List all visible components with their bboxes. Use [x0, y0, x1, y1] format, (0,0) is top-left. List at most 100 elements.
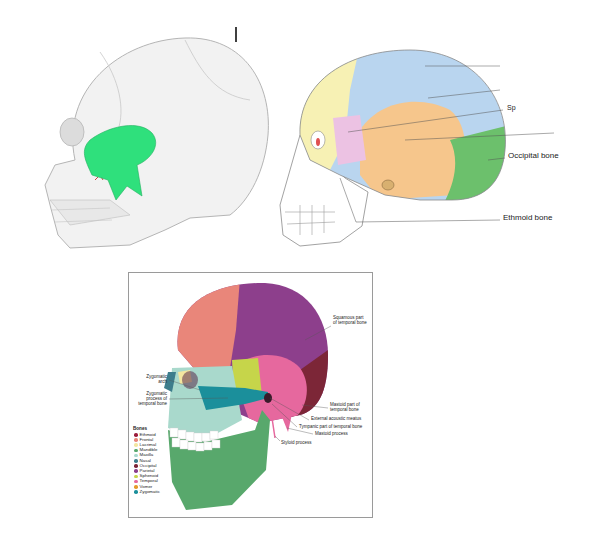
- legend-swatch: [134, 454, 138, 458]
- colored-skull-drawing-part-part: [202, 433, 210, 441]
- legend-row: Temporal: [134, 479, 158, 483]
- legend-row: Lacrimal: [134, 443, 156, 447]
- legend-row: Nasal: [134, 459, 151, 463]
- legend-row: Vomer: [134, 485, 152, 489]
- cranium-bones-drawing-part-part: [428, 90, 500, 98]
- part-label: Tympanic part of temporal bone: [299, 425, 362, 430]
- cranium-bones-drawing-part-part: [348, 110, 503, 132]
- legend-row: Occipital: [134, 464, 156, 468]
- sphenoid-skull-drawing-part: [60, 118, 84, 146]
- legend-swatch: [134, 464, 138, 468]
- cranium-bones-drawing-part-part: [405, 133, 554, 140]
- colored-skull-drawing-part: [272, 418, 275, 438]
- colored-skull-drawing-part: [280, 412, 292, 432]
- colored-skull-drawing-part: [264, 393, 272, 403]
- cranium-bones-drawing-part-part: [340, 178, 356, 222]
- colored-skull-drawing-part-part: [180, 440, 188, 449]
- colored-skull-drawing-part-part: [275, 436, 280, 441]
- sphenoid-skull-drawing-part: [100, 52, 121, 130]
- cranium-bones-drawing: [280, 45, 554, 246]
- colored-skull-drawing-part: [170, 428, 220, 451]
- text-cursor-mark: [236, 27, 237, 42]
- colored-skull-drawing-part-part: [169, 380, 200, 390]
- cranium-bones-drawing-part: [300, 50, 505, 200]
- part-label: Styloid process: [281, 441, 312, 446]
- cranium-bones-drawing-part-part: [360, 102, 466, 200]
- part-label: Occipital bone: [508, 152, 559, 161]
- colored-skull-drawing-part-part: [270, 398, 309, 420]
- cranium-bones-drawing-part-part: [425, 66, 500, 67]
- colored-skull-drawing-part-part: [188, 442, 196, 450]
- legend-text: Occipital: [140, 464, 157, 468]
- colored-skull-drawing-part-part: [186, 432, 194, 441]
- legend-swatch: [134, 438, 138, 442]
- legend-heading: Bones: [133, 426, 147, 431]
- part-label: Zygomatic arch: [137, 375, 167, 385]
- colored-skull-drawing-part: [169, 326, 331, 441]
- legend-text: Zygomatic: [140, 490, 160, 494]
- legend-text: Nasal: [140, 459, 151, 463]
- legend-text: Ethmoid: [140, 433, 156, 437]
- legend-text: Frontal: [140, 438, 154, 442]
- colored-skull-drawing-part-part: [196, 443, 204, 451]
- legend-text: Lacrimal: [140, 443, 157, 447]
- sphenoid-skull-drawing: [45, 38, 268, 248]
- legend-text: Sphenoid: [140, 474, 159, 478]
- legend-text: Temporal: [140, 479, 158, 483]
- cranium-bones-drawing-part-part: [488, 158, 505, 160]
- legend-row: Zygomatic: [134, 490, 160, 494]
- legend-text: Mandible: [140, 448, 158, 452]
- legend-swatch: [134, 449, 138, 453]
- sphenoid-skull-drawing-part: [45, 38, 268, 248]
- legend-row: Parietal: [134, 469, 154, 473]
- legend-swatch: [134, 443, 138, 447]
- legend-row: Mandible: [134, 448, 157, 452]
- legend-swatch: [134, 433, 138, 437]
- legend-swatch: [134, 459, 138, 463]
- colored-skull-drawing-part-part: [165, 278, 240, 374]
- legend-row: Frontal: [134, 438, 153, 442]
- sphenoid-skull-drawing-part: [50, 200, 130, 225]
- colored-skull-drawing-part-part: [210, 431, 218, 439]
- part-label: Ethmoid bone: [503, 214, 552, 223]
- cranium-bones-drawing-part: [290, 45, 520, 215]
- legend-swatch: [134, 469, 138, 473]
- legend-swatch: [134, 475, 138, 479]
- cranium-bones-drawing-part: [382, 180, 394, 190]
- colored-skull-drawing-part: [198, 386, 268, 410]
- legend-swatch: [134, 480, 138, 484]
- colored-skull-drawing: [129, 273, 373, 518]
- colored-skull-drawing-part: [129, 273, 373, 518]
- part-label: Mastoid process: [315, 432, 348, 437]
- colored-skull-drawing-part-part: [204, 442, 212, 450]
- colored-skull-drawing-part-part: [172, 438, 180, 447]
- legend-text: Parietal: [140, 469, 155, 473]
- colored-skull-drawing-part-part: [169, 398, 228, 399]
- cranium-bones-drawing-part: [340, 66, 554, 222]
- cranium-bones-drawing-part: [311, 131, 325, 149]
- part-label: Zygomatic process of temporal bone: [131, 392, 167, 407]
- legend-row: Maxilla: [134, 453, 153, 457]
- sphenoid-skull-drawing-part: [52, 208, 112, 222]
- colored-skull-drawing-part-part: [272, 404, 297, 427]
- cranium-bones-drawing-part: [316, 138, 320, 146]
- legend-swatch: [134, 490, 138, 494]
- cranium-bones-drawing-part-part: [290, 45, 520, 215]
- colored-skull-drawing-part-part: [305, 326, 331, 340]
- colored-skull-drawing-part: [182, 371, 198, 389]
- legend-row: Ethmoid: [134, 433, 156, 437]
- colored-skull-drawing-part-part: [178, 430, 186, 439]
- sphenoid-skull-drawing-part: [185, 40, 250, 100]
- legend-text: Maxilla: [140, 453, 154, 457]
- legend-swatch: [134, 485, 138, 489]
- part-label: Mastoid part of temporal bone: [330, 403, 368, 413]
- colored-skull-drawing-part-part: [302, 405, 328, 408]
- legend-row: Sphenoid: [134, 474, 158, 478]
- colored-skull-drawing-part-part: [170, 428, 178, 437]
- cranium-bones-drawing-part-part: [356, 220, 500, 222]
- part-label: Squamous part of temporal bone: [333, 316, 367, 326]
- colored-skull-drawing-part-part: [212, 440, 220, 448]
- text-cursor-mark-part: [235, 27, 237, 42]
